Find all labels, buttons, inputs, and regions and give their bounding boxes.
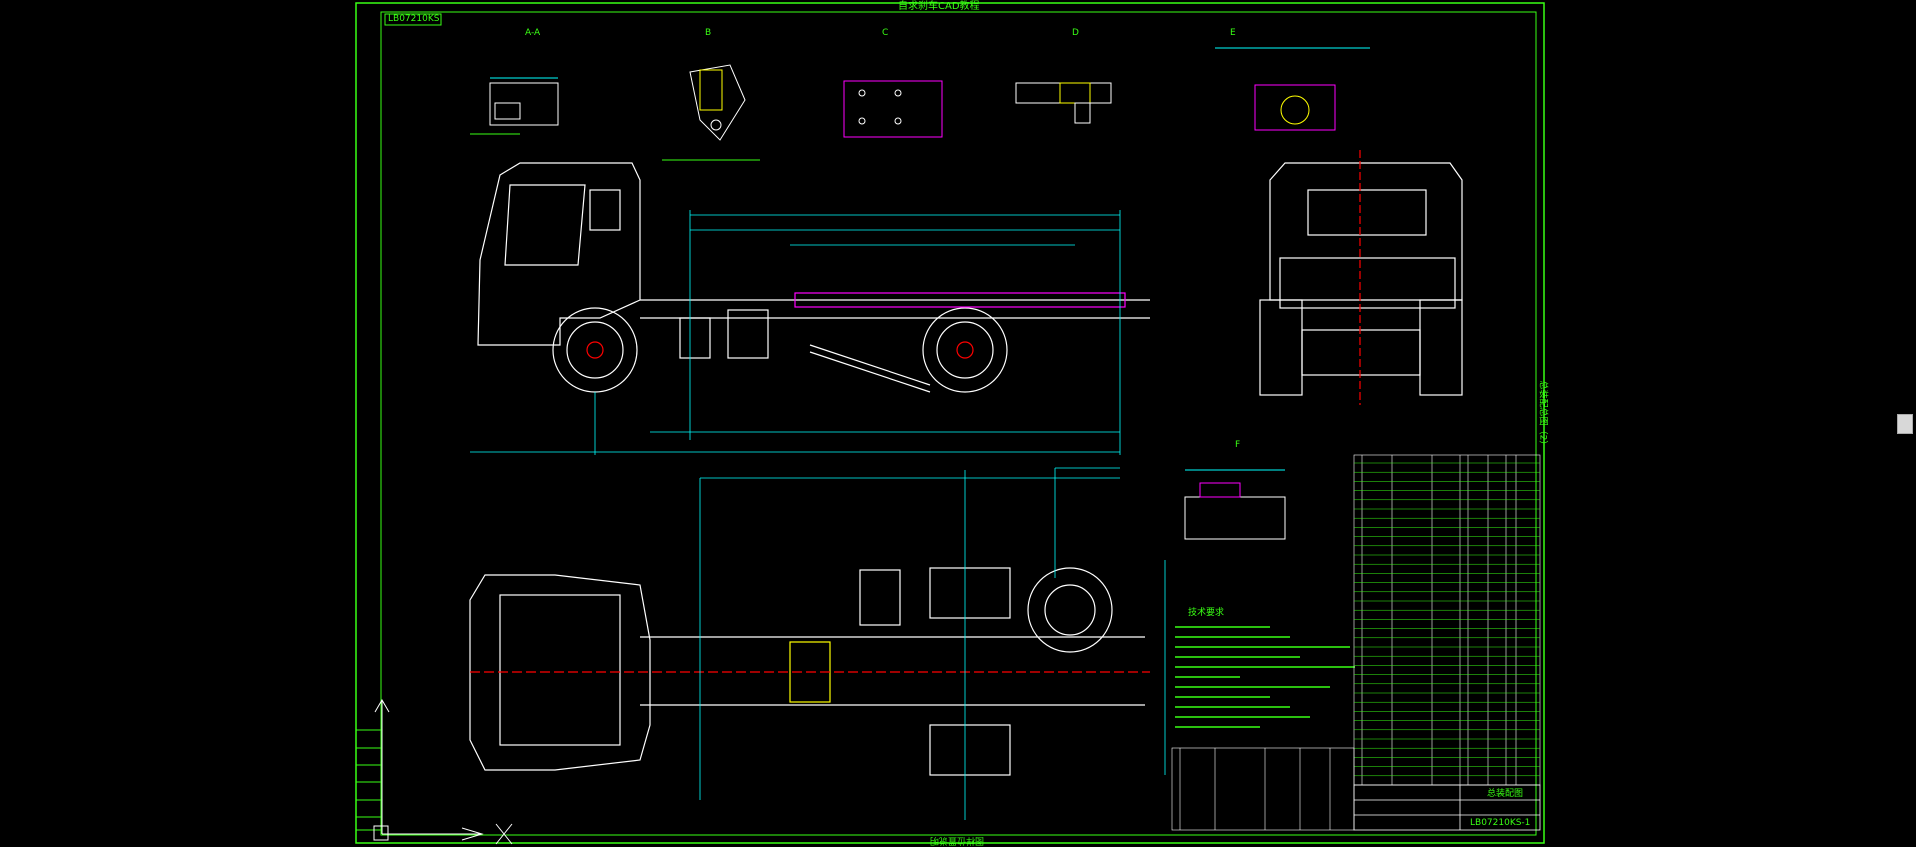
- ucs-axis-icon: [373, 699, 513, 845]
- vertical-scrollbar[interactable]: [1894, 0, 1916, 847]
- footer-title: 图样位置说明: [930, 835, 985, 845]
- drawing-number: LB07210KS: [388, 14, 440, 24]
- notes-heading: 技术要求: [1188, 608, 1225, 618]
- view-label-f: F: [1235, 440, 1241, 450]
- title-block: [1353, 784, 1541, 831]
- view-label-e: E: [1230, 28, 1236, 38]
- outer-frame: [355, 2, 1545, 844]
- plan-view-chassis: [469, 567, 1150, 776]
- drawing-number-box: [384, 13, 442, 26]
- view-label-c: C: [882, 28, 889, 38]
- parts-list-table-lower: [1171, 747, 1355, 831]
- parts-list-rows: [1354, 462, 1540, 777]
- side-view-truck: [477, 162, 1150, 393]
- inner-frame: [380, 11, 1537, 836]
- scrollbar-thumb-icon[interactable]: [1897, 414, 1913, 434]
- detail-view-f: [1184, 469, 1286, 540]
- detail-view-e: [1215, 47, 1370, 131]
- detail-view-b: [662, 64, 760, 161]
- technical-notes: [1175, 626, 1355, 728]
- parts-list-table: [1353, 454, 1541, 786]
- title-block-name: 总装配图: [1487, 789, 1524, 799]
- detail-view-c: [843, 80, 943, 138]
- side-title: 总装配总图（2）: [1537, 380, 1548, 450]
- plan-view-dimensions: [699, 467, 1166, 820]
- revision-strip: [355, 729, 382, 831]
- detail-view-d: [1015, 82, 1112, 124]
- header-title: 自求刹车CAD教程: [898, 1, 980, 12]
- side-view-dimensions: [470, 210, 1121, 455]
- view-label-a: A-A: [525, 28, 541, 38]
- view-label-d: D: [1072, 28, 1079, 38]
- view-label-b: B: [705, 28, 712, 38]
- front-view-truck: [1259, 150, 1463, 405]
- title-block-code: LB07210KS-1: [1470, 818, 1531, 828]
- detail-view-a: [470, 77, 559, 135]
